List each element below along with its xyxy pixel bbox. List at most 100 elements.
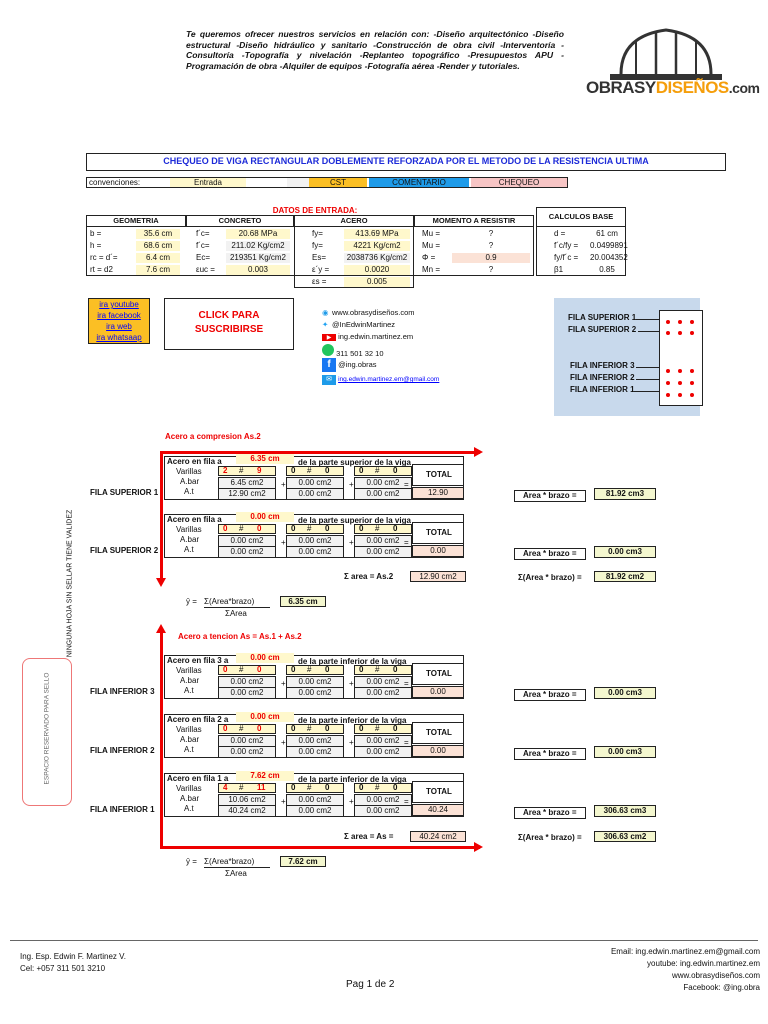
comp-result: 6.35 cm — [280, 596, 326, 607]
rebar-dot — [690, 381, 694, 385]
comp-sum-label: Σ area = As.2 — [344, 572, 394, 581]
group-input[interactable]: 0 # 0 — [354, 783, 412, 793]
mom-value: ? — [488, 241, 494, 250]
equals-sign: = — [404, 480, 409, 489]
bar-hash: # — [375, 466, 380, 475]
group-input[interactable]: 0 # 0 — [354, 665, 412, 675]
plus-sign: + — [281, 538, 286, 547]
varillas-label: Varillas — [176, 784, 202, 793]
bar-count: 0 — [291, 724, 296, 733]
row-label: FILA SUPERIOR 2 — [90, 546, 159, 555]
footer-youtube: youtube: ing.edwin.martinez.em — [647, 959, 760, 968]
group-input[interactable]: 0 # 0 — [218, 665, 276, 675]
total-box — [412, 522, 464, 544]
group-input[interactable]: 2 # 9 — [218, 466, 276, 476]
diag-inf2: FILA INFERIOR 2 — [570, 373, 635, 382]
rebar-dot — [666, 320, 670, 324]
steel-key: εs = — [312, 277, 327, 286]
conc-key: Ec= — [196, 253, 211, 262]
bar-hash: # — [307, 724, 312, 733]
total-label: TOTAL — [426, 470, 452, 479]
beam-section — [659, 310, 703, 406]
ab-label: Area * brazo = — [514, 689, 586, 701]
link-web[interactable]: ira web — [106, 322, 132, 331]
comp-sum: 12.90 cm2 — [410, 571, 466, 582]
equals-sign: = — [404, 679, 409, 688]
row-suffix: de la parte superior de la viga — [298, 458, 411, 467]
group-input[interactable]: 0 # 0 — [354, 466, 412, 476]
bar-size: 0 — [257, 724, 262, 733]
total-box — [412, 781, 464, 803]
steel-value: 2038736 Kg/cm2 — [344, 253, 410, 263]
inputs-heading: DATOS DE ENTRADA: — [272, 206, 358, 215]
bar-hash: # — [307, 466, 312, 475]
bar-count: 0 — [359, 524, 364, 533]
mom-key: Mu = — [422, 241, 441, 250]
bar-hash: # — [239, 724, 244, 733]
compression-heading: Acero a compresion As.2 — [165, 432, 261, 441]
bar-size: 9 — [257, 466, 262, 475]
calc-key: β1 — [554, 265, 564, 274]
at-label: A.t — [184, 745, 194, 754]
group-input[interactable]: 0 # 0 — [354, 724, 412, 734]
group-input[interactable]: 0 # 0 — [286, 724, 344, 734]
facebook-icon: f — [322, 358, 336, 372]
at-value: 0.00 cm2 — [218, 687, 276, 699]
group-input[interactable]: 0 # 0 — [218, 524, 276, 534]
at-label: A.t — [184, 545, 194, 554]
at-value: 0.00 cm2 — [286, 805, 344, 817]
conventions-label: convenciones: — [89, 178, 141, 187]
varillas-label: Varillas — [176, 525, 202, 534]
page-title-text: CHEQUEO DE VIGA RECTANGULAR DOBLEMENTE R… — [163, 156, 649, 166]
geo-value: 68.6 cm — [136, 241, 180, 251]
ab-label: Area * brazo = — [514, 807, 586, 819]
logo-text-4: .com — [728, 80, 760, 96]
footer-contacts: Email: ing.edwin.martinez.em@gmail.com y… — [480, 946, 760, 994]
hdr-calculos: CALCULOS BASE — [536, 207, 626, 227]
group-input[interactable]: 0 # 0 — [354, 524, 412, 534]
calc-value: 61 cm — [596, 229, 618, 238]
link-facebook[interactable]: ira facebook — [97, 311, 141, 320]
bar-count: 0 — [359, 724, 364, 733]
links-box: ira youtube ira facebook ira web ira wha… — [88, 298, 150, 344]
row-prefix: Acero en fila 2 a — [167, 715, 229, 724]
group-input[interactable]: 4 # 11 — [218, 783, 276, 793]
youtube-icon: ▶ — [322, 334, 336, 341]
mom-value: ? — [488, 229, 494, 238]
group-input[interactable]: 0 # 0 — [286, 665, 344, 675]
subscribe-button[interactable]: CLICK PARA SUSCRIBIRSE — [164, 298, 294, 350]
total-label: TOTAL — [426, 669, 452, 678]
steel-value: 4221 Kg/cm2 — [344, 241, 410, 251]
calc-key: d = — [554, 229, 566, 238]
rebar-dot — [678, 381, 682, 385]
varillas-label: Varillas — [176, 666, 202, 675]
at-value: 0.00 cm2 — [286, 488, 344, 500]
ab-label: Area * brazo = — [514, 490, 586, 502]
comp-sumab: 81.92 cm2 — [594, 571, 656, 582]
group-input[interactable]: 0 # 0 — [286, 524, 344, 534]
row-dist: 0.00 cm — [236, 712, 294, 722]
bar-hash: # — [375, 783, 380, 792]
conc-value: 0.003 — [226, 265, 290, 275]
bar-size: 0 — [393, 466, 398, 475]
at-value: 0.00 cm2 — [286, 746, 344, 758]
calc-key: f´c/fy = — [554, 241, 579, 250]
diag-sup1: FILA SUPERIOR 1 — [568, 313, 637, 322]
bar-hash: # — [307, 783, 312, 792]
bar-count: 4 — [223, 783, 228, 792]
geo-value: 35.6 cm — [136, 229, 180, 239]
group-input[interactable]: 0 # 0 — [218, 724, 276, 734]
plus-sign: + — [281, 480, 286, 489]
diag-inf1: FILA INFERIOR 1 — [570, 385, 635, 394]
row-label: FILA INFERIOR 2 — [90, 746, 155, 755]
email-icon: ✉ — [322, 375, 336, 385]
footer-web: www.obrasydiseños.com — [671, 971, 760, 980]
bar-size: 0 — [325, 665, 330, 674]
group-input[interactable]: 0 # 0 — [286, 466, 344, 476]
web-icon: ◉ — [322, 308, 329, 317]
group-input[interactable]: 0 # 0 — [286, 783, 344, 793]
link-whatsapp[interactable]: ira whatsaap — [96, 333, 142, 342]
bar-count: 0 — [223, 524, 228, 533]
conc-value: 219351 Kg/cm2 — [226, 253, 290, 263]
link-youtube[interactable]: ira youtube — [99, 300, 139, 309]
